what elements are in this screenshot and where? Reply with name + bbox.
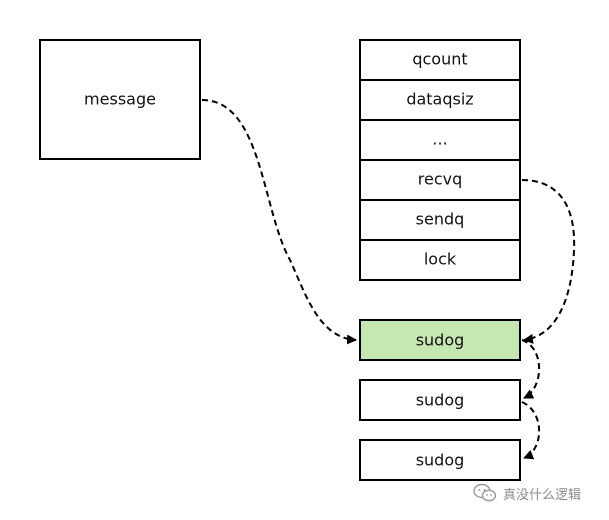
sudog-node-1: sudog [359,319,521,361]
sudog-node-3: sudog [359,439,521,481]
watermark: 真没什么逻辑 [473,481,581,505]
field-lock-label: lock [424,250,457,269]
field-ellipsis-label: ... [432,130,447,149]
field-sendq: sendq [359,199,521,241]
watermark-text: 真没什么逻辑 [503,487,582,503]
message-label: message [84,90,156,109]
field-lock: lock [359,239,521,281]
field-dataqsiz-label: dataqsiz [406,90,473,109]
wechat-icon [473,483,497,502]
field-recvq: recvq [359,159,521,201]
message-to-sudog-arrow [201,99,357,345]
field-sendq-label: sendq [416,210,465,229]
message-box: message [39,39,201,160]
sudog1-to-sudog2-arrow [521,339,541,399]
field-qcount-label: qcount [412,50,467,69]
sudog-node-3-label: sudog [416,451,465,470]
field-ellipsis: ... [359,119,521,161]
recvq-to-sudog-arrow [521,179,576,344]
sudog2-to-sudog3-arrow [521,401,541,460]
sudog-node-1-label: sudog [416,331,465,350]
field-qcount: qcount [359,39,521,81]
field-dataqsiz: dataqsiz [359,79,521,121]
sudog-node-2-label: sudog [416,391,465,410]
sudog-queue: sudog sudog sudog [359,319,521,481]
field-recvq-label: recvq [418,170,463,189]
hchan-struct: qcount dataqsiz ... recvq sendq lock [359,39,521,281]
sudog-node-2: sudog [359,379,521,421]
